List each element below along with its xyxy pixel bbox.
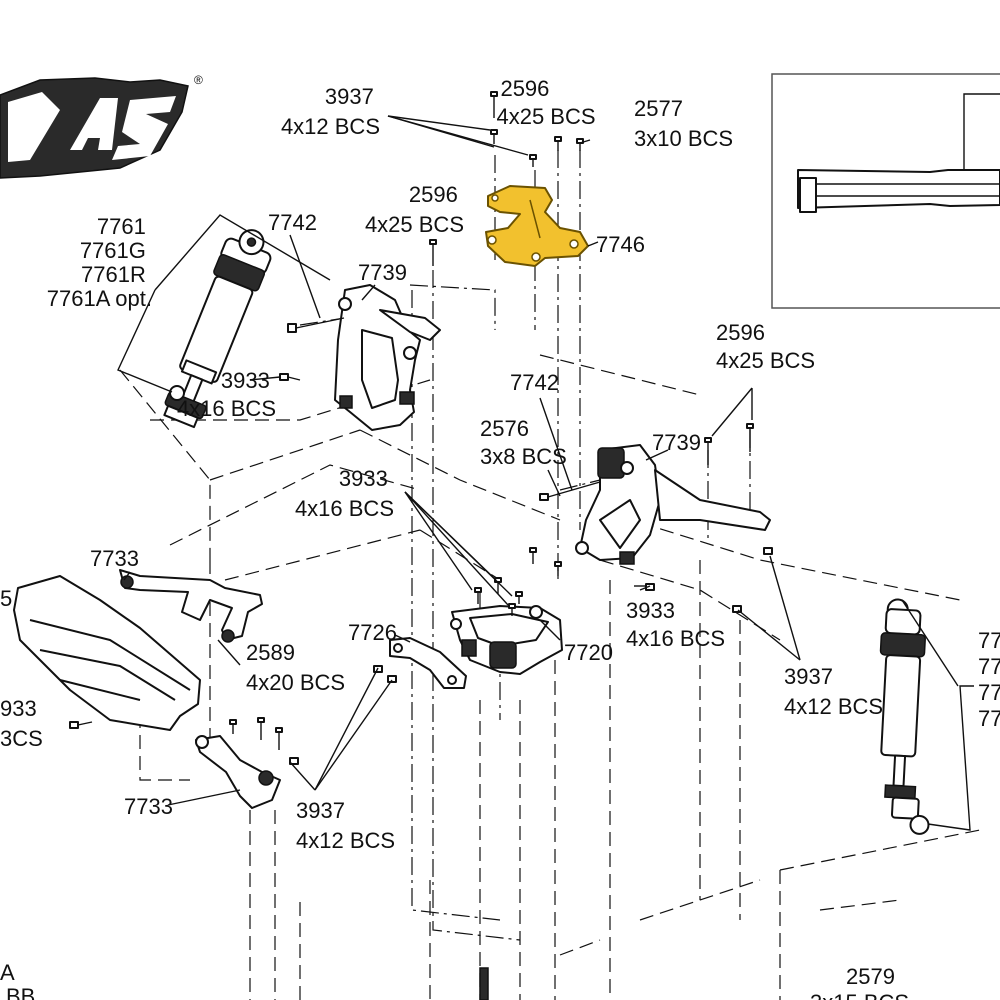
screw-bottom-center [479, 967, 489, 1000]
label-7726: 7726 [348, 620, 397, 645]
lower-bumper-mount [195, 735, 281, 809]
screw-3937-top [490, 129, 537, 167]
label-7739-right: 7739 [652, 430, 701, 455]
label-2589: 2589 4x20 BCS [246, 640, 345, 695]
shock-absorber-left [163, 229, 272, 429]
label-5-edge: 5 [0, 586, 12, 611]
label-933-edge: 933 3CS [0, 696, 43, 751]
label-3937-right: 3937 4x12 BCS [784, 664, 883, 719]
label-3937-top: 3937 4x12 BCS [281, 84, 380, 139]
label-2596-top: 2596 4x25 BCS [496, 76, 595, 129]
label-2596-right: 2596 4x25 BCS [716, 320, 815, 373]
label-2576: 2576 3x8 BCS [480, 416, 567, 469]
inset-detail-box [771, 73, 1000, 309]
leader-lines [117, 115, 974, 831]
brand-logo: ® [0, 73, 203, 179]
label-a-edge: A BB [0, 960, 35, 1000]
registered-mark: ® [194, 73, 203, 87]
shock-tower-left [334, 284, 441, 431]
screw-3933-far-left [69, 721, 93, 729]
label-7733-bottom: 7733 [124, 794, 173, 819]
screw-7742-left [287, 317, 345, 333]
label-77-edge: 77 77 77 77 [978, 628, 1000, 731]
gear-housing-7720 [450, 605, 563, 675]
screw-2577 [554, 136, 584, 151]
label-7761: 7761 7761G 7761R 7761A opt. [47, 214, 152, 311]
part-labels: 3937 4x12 BCS 2596 4x25 BCS 2577 3x10 BC… [0, 76, 1000, 1000]
label-3937-bottom: 3937 4x12 BCS [296, 798, 395, 853]
front-bumper [13, 569, 263, 731]
label-2596-mid: 2596 4x25 BCS [365, 182, 464, 237]
label-2579: 2579 3x15 BCS [810, 964, 909, 1000]
screws-3933-center [474, 547, 562, 616]
label-3933-left: 3933 4x16 BCS [177, 368, 276, 421]
label-7742-left: 7742 [268, 210, 317, 235]
shock-tower-right [575, 444, 771, 565]
screw-2596-mid [429, 239, 437, 266]
label-7733-top: 7733 [90, 546, 139, 571]
label-2577: 2577 3x10 BCS [634, 96, 733, 151]
label-3933-center: 3933 4x16 BCS [295, 466, 394, 521]
label-7742-right: 7742 [510, 370, 559, 395]
label-7746: 7746 [596, 232, 645, 257]
screws-2589 [229, 717, 283, 750]
label-7720: 7720 [564, 640, 613, 665]
screw-2576 [539, 481, 601, 501]
skid-plate-7726 [389, 637, 467, 689]
shock-absorber-right [879, 598, 930, 835]
highlighted-bulkhead-part-7746 [485, 185, 589, 267]
label-3933-right: 3933 4x16 BCS [626, 598, 725, 651]
screw-2596-right [704, 423, 754, 465]
screw-3933-left [279, 373, 301, 381]
label-7739-left: 7739 [358, 260, 407, 285]
screws-3937-right [732, 547, 773, 613]
screw-2596-top [490, 91, 498, 118]
